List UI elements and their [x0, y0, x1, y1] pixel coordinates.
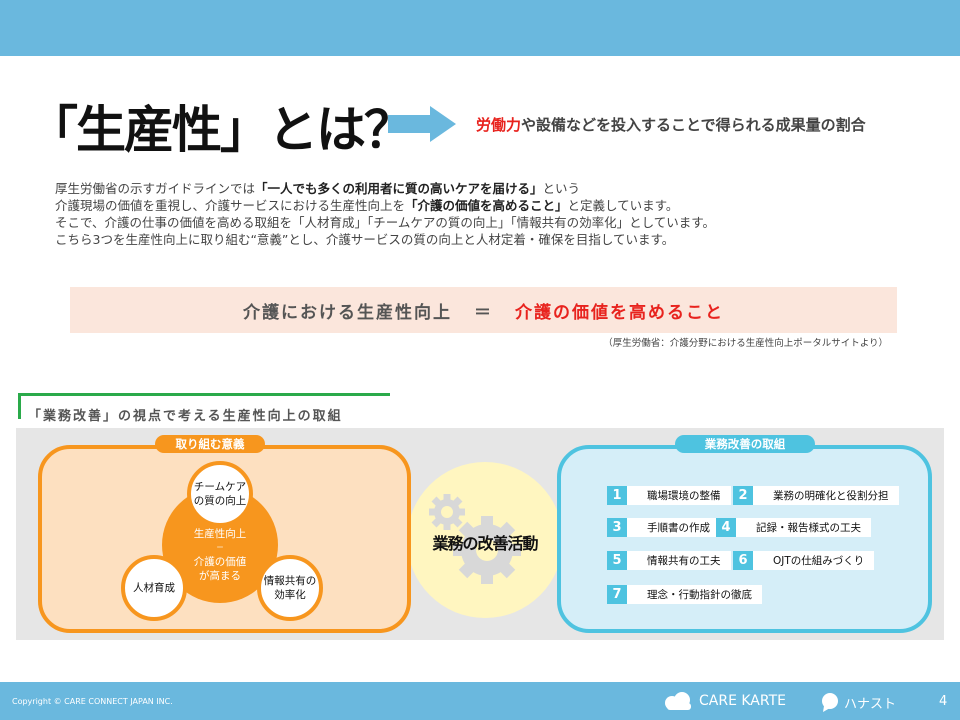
significance-label: 取り組む意義: [155, 435, 265, 453]
item-label: OJTの仕組みづくり: [753, 551, 875, 570]
circle-info-sharing: 情報共有の効率化: [257, 555, 323, 621]
brand-name: CARE KARTE: [699, 693, 786, 709]
gear-icon: [429, 494, 521, 584]
definition-text: や設備などを投入することで得られる成果量の割合: [521, 116, 866, 134]
definition-highlight: 労働力: [476, 116, 522, 134]
equation-left: 介護における生産性向上: [243, 302, 452, 323]
item-label: 業務の明確化と役割分担: [753, 486, 899, 505]
footer: Copyright © CARE CONNECT JAPAN INC. CARE…: [0, 682, 960, 720]
section-marker: [18, 393, 21, 419]
section-divider: [18, 393, 390, 396]
description-paragraph: 厚生労働省の示すガイドラインでは「一人でも多くの利用者に質の高いケアを届ける」と…: [55, 180, 715, 248]
text: 厚生労働省の示すガイドラインでは: [55, 181, 256, 196]
text: そこで、介護の仕事の価値を高める取組を「人材育成」「チームケアの質の向上」「情報…: [55, 215, 716, 230]
center-label: 業務の改善活動: [432, 534, 538, 553]
item-label: 理念・行動指針の徹底: [627, 585, 762, 604]
text: 介護現場の価値を重視し、介護サービスにおける生産性向上を: [55, 198, 406, 213]
equals-sign: ＝: [474, 302, 493, 323]
right-arrow-icon: [388, 106, 456, 142]
item-number: 6: [733, 551, 753, 570]
circle-text: 情報共有の効率化: [263, 575, 317, 601]
section-title: 「業務改善」の視点で考える生産性向上の取組: [28, 409, 343, 424]
hanasuto-logo: ハナスト: [820, 692, 896, 712]
circle-text: チームケアの質の向上: [193, 481, 247, 507]
circle-team-care: チームケアの質の向上: [187, 461, 253, 527]
item-label: 職場環境の整備: [627, 486, 731, 505]
equation-banner: 介護における生産性向上 ＝ 介護の価値を高めること: [70, 287, 897, 333]
core-text: 生産性向上: [193, 528, 247, 540]
emphasis-red: 「介護の価値を高めること」: [405, 198, 568, 213]
productivity-definition: 労働力や設備などを投入することで得られる成果量の割合: [476, 114, 866, 135]
circle-hr-development: 人材育成: [121, 555, 187, 621]
speech-bubble-icon: [822, 693, 838, 712]
care-karte-logo: CARE KARTE: [663, 692, 786, 710]
copyright: Copyright © CARE CONNECT JAPAN INC.: [12, 697, 173, 706]
text: と定義しています。: [567, 198, 679, 213]
equation-right: 介護の価値を高めること: [515, 302, 724, 323]
item-number: 7: [607, 585, 627, 604]
item-label: 情報共有の工夫: [627, 551, 731, 570]
item-number: 4: [716, 518, 736, 537]
item-label: 記録・報告様式の工夫: [736, 518, 871, 537]
item-number: 3: [607, 518, 627, 537]
item-number: 2: [733, 486, 753, 505]
page-number: 4: [939, 694, 948, 709]
text: こちら3つを生産性向上に取り組む“意義”とし、介護サービスの質の向上と人材定着・…: [55, 232, 675, 247]
core-eq: ＝: [216, 543, 224, 552]
item-number: 1: [607, 486, 627, 505]
page-title: 「生産性」とは？: [28, 101, 414, 159]
item-label: 手順書の作成: [627, 518, 720, 537]
emphasis: 「一人でも多くの利用者に質の高いケアを届ける」: [255, 181, 543, 196]
improvements-box: [557, 445, 932, 633]
top-bar: [0, 0, 960, 56]
text: という: [542, 181, 581, 196]
source-note: （厚生労働省：介護分野における生産性向上ポータルサイトより）: [603, 338, 888, 349]
core-text: 介護の価値が高まる: [193, 556, 247, 582]
circle-text: 人材育成: [133, 582, 175, 594]
brand-name: ハナスト: [844, 696, 897, 712]
improvements-label: 業務改善の取組: [675, 435, 815, 453]
cloud-icon: [665, 692, 691, 710]
item-number: 5: [607, 551, 627, 570]
